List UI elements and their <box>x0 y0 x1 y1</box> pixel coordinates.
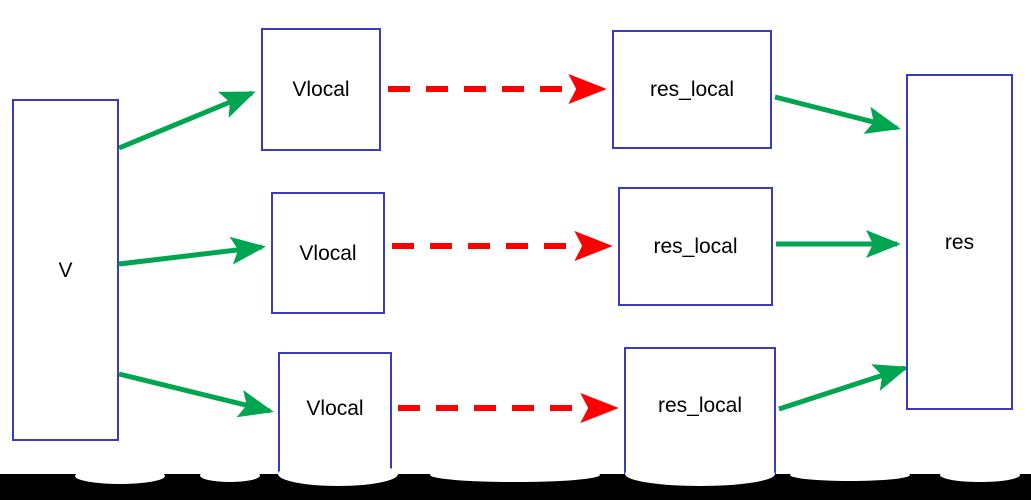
box-res-local-2-label: res_local <box>653 235 738 258</box>
artifact-blob <box>75 468 165 484</box>
box-vlocal-3-label: Vlocal <box>306 397 364 420</box>
box-v: V <box>12 99 119 441</box>
box-vlocal-2-label: Vlocal <box>299 241 357 265</box>
box-vlocal-1: Vlocal <box>261 28 381 151</box>
box-res-local-1-label: res_local <box>649 78 735 101</box>
box-vlocal-2: Vlocal <box>271 192 385 314</box>
artifact-blob <box>430 468 600 482</box>
arrow-v-to-vlocal2 <box>118 236 266 267</box>
box-res-local-1: res_local <box>612 30 772 149</box>
arrow-v-to-vlocal1 <box>118 90 256 151</box>
box-res-local-3-label: res_local <box>657 394 743 417</box>
bottom-artifact-band <box>0 462 1031 500</box>
artifact-blob <box>200 469 260 482</box>
box-v-label: V <box>58 258 73 282</box>
box-vlocal-1-label: Vlocal <box>292 78 350 101</box>
box-res-label: res <box>944 230 975 254</box>
arrow-res_local3-to-res <box>778 364 909 412</box>
artifact-blob <box>625 462 775 486</box>
artifact-blob <box>790 469 910 481</box>
arrow-res_local1-to-res <box>774 94 901 134</box>
box-res-local-2: res_local <box>618 187 773 306</box>
arrow-v-to-vlocal3 <box>118 371 274 418</box>
artifact-blob <box>940 468 1020 482</box>
box-res: res <box>906 74 1013 410</box>
artifact-blob <box>278 462 398 486</box>
